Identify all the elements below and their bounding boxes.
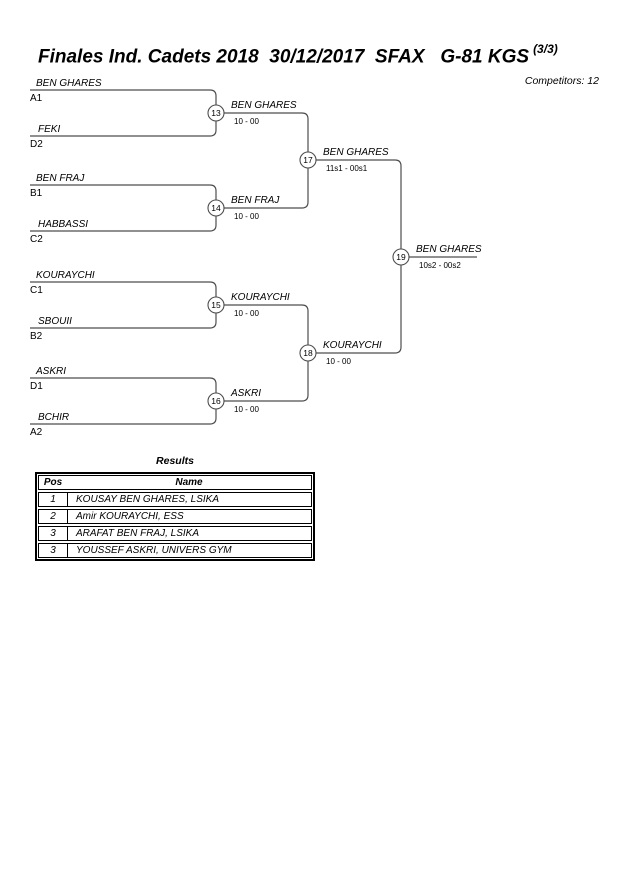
player-seed: B1 <box>30 188 43 199</box>
player-name: FEKI <box>38 124 60 135</box>
player-name: BEN GHARES <box>36 78 102 89</box>
match-circle-19 <box>392 248 410 266</box>
player-seed: C2 <box>30 234 43 245</box>
player-name: KOURAYCHI <box>36 270 95 281</box>
result-name: KOUSAY BEN GHARES, LSIKA <box>76 494 220 505</box>
winner-line-match16 <box>216 353 309 402</box>
winner-line-match15 <box>216 304 309 353</box>
winner-line-match18 <box>308 257 402 354</box>
results-header-row: Pos Name <box>38 475 312 490</box>
player-name: BCHIR <box>38 412 69 423</box>
result-position: 3 <box>39 527 68 540</box>
match-circle-16 <box>207 392 225 410</box>
match-winner: ASKRI <box>230 388 261 399</box>
results-header-pos: Pos <box>43 477 63 488</box>
winner-line-match17 <box>308 159 402 257</box>
match-score: 10 - 00 <box>234 405 259 414</box>
player-name: BEN FRAJ <box>36 173 85 184</box>
title-text: Finales Ind. Cadets 2018 30/12/2017 SFAX… <box>38 46 530 68</box>
result-name: ARAFAT BEN FRAJ, LSIKA <box>76 528 199 539</box>
results-row: 3 YOUSSEF ASKRI, UNIVERS GYM <box>38 543 312 558</box>
results-title: Results <box>156 455 194 467</box>
competitors-count: Competitors: 12 <box>524 75 599 87</box>
page-title: Finales Ind. Cadets 2018 30/12/2017 SFAX… <box>38 42 613 68</box>
match-winner: KOURAYCHI <box>323 340 382 351</box>
player-seed: D2 <box>30 139 43 150</box>
match-number: 15 <box>211 300 221 310</box>
player-seed: D1 <box>30 381 43 392</box>
player-seed: A2 <box>30 427 43 438</box>
match-circle-15 <box>207 296 225 314</box>
results-table: Pos Name 1 KOUSAY BEN GHARES, LSIKA 2 Am… <box>35 472 315 561</box>
final-score: 10s2 - 00s2 <box>419 261 461 270</box>
match-score: 10 - 00 <box>234 212 259 221</box>
player-seed: B2 <box>30 331 43 342</box>
match-winner: KOURAYCHI <box>231 292 290 303</box>
result-position: 1 <box>39 493 68 506</box>
player-name: SBOUII <box>38 316 72 327</box>
bracket-diagram: 13 14 15 16 17 18 19 BEN GHARES A1 FEKI … <box>30 78 482 438</box>
winner-line-match14 <box>216 160 309 209</box>
player-seed: A1 <box>30 93 43 104</box>
match-number: 16 <box>211 396 221 406</box>
player-name: HABBASSI <box>38 219 88 230</box>
match-circle-14 <box>207 199 225 217</box>
match-number: 14 <box>211 203 221 213</box>
player-name: ASKRI <box>35 366 66 377</box>
match-number: 19 <box>396 252 406 262</box>
match-number: 18 <box>303 348 313 358</box>
match-score: 10 - 00 <box>234 309 259 318</box>
results-header-name: Name <box>175 477 203 488</box>
match-circle-13 <box>207 104 225 122</box>
match-circle-17 <box>299 151 317 169</box>
match-score: 10 - 00 <box>234 117 259 126</box>
match-winner: BEN FRAJ <box>231 195 280 206</box>
match-circle-18 <box>299 344 317 362</box>
match-score: 10 - 00 <box>326 357 351 366</box>
results-row: 1 KOUSAY BEN GHARES, LSIKA <box>38 492 312 507</box>
player-seed: C1 <box>30 285 43 296</box>
match-winner: BEN GHARES <box>323 147 389 158</box>
match-number: 13 <box>211 108 221 118</box>
page-indicator: (3/3) <box>533 42 558 56</box>
winner-line-match13 <box>216 112 309 160</box>
results-row: 3 ARAFAT BEN FRAJ, LSIKA <box>38 526 312 541</box>
result-position: 2 <box>39 510 68 523</box>
match-score: 11s1 - 00s1 <box>326 164 368 173</box>
match-winner: BEN GHARES <box>231 100 297 111</box>
match-number: 17 <box>303 155 313 165</box>
result-position: 3 <box>39 544 68 557</box>
result-name: YOUSSEF ASKRI, UNIVERS GYM <box>76 545 232 556</box>
results-row: 2 Amir KOURAYCHI, ESS <box>38 509 312 524</box>
final-winner: BEN GHARES <box>416 244 482 255</box>
result-name: Amir KOURAYCHI, ESS <box>76 511 184 522</box>
